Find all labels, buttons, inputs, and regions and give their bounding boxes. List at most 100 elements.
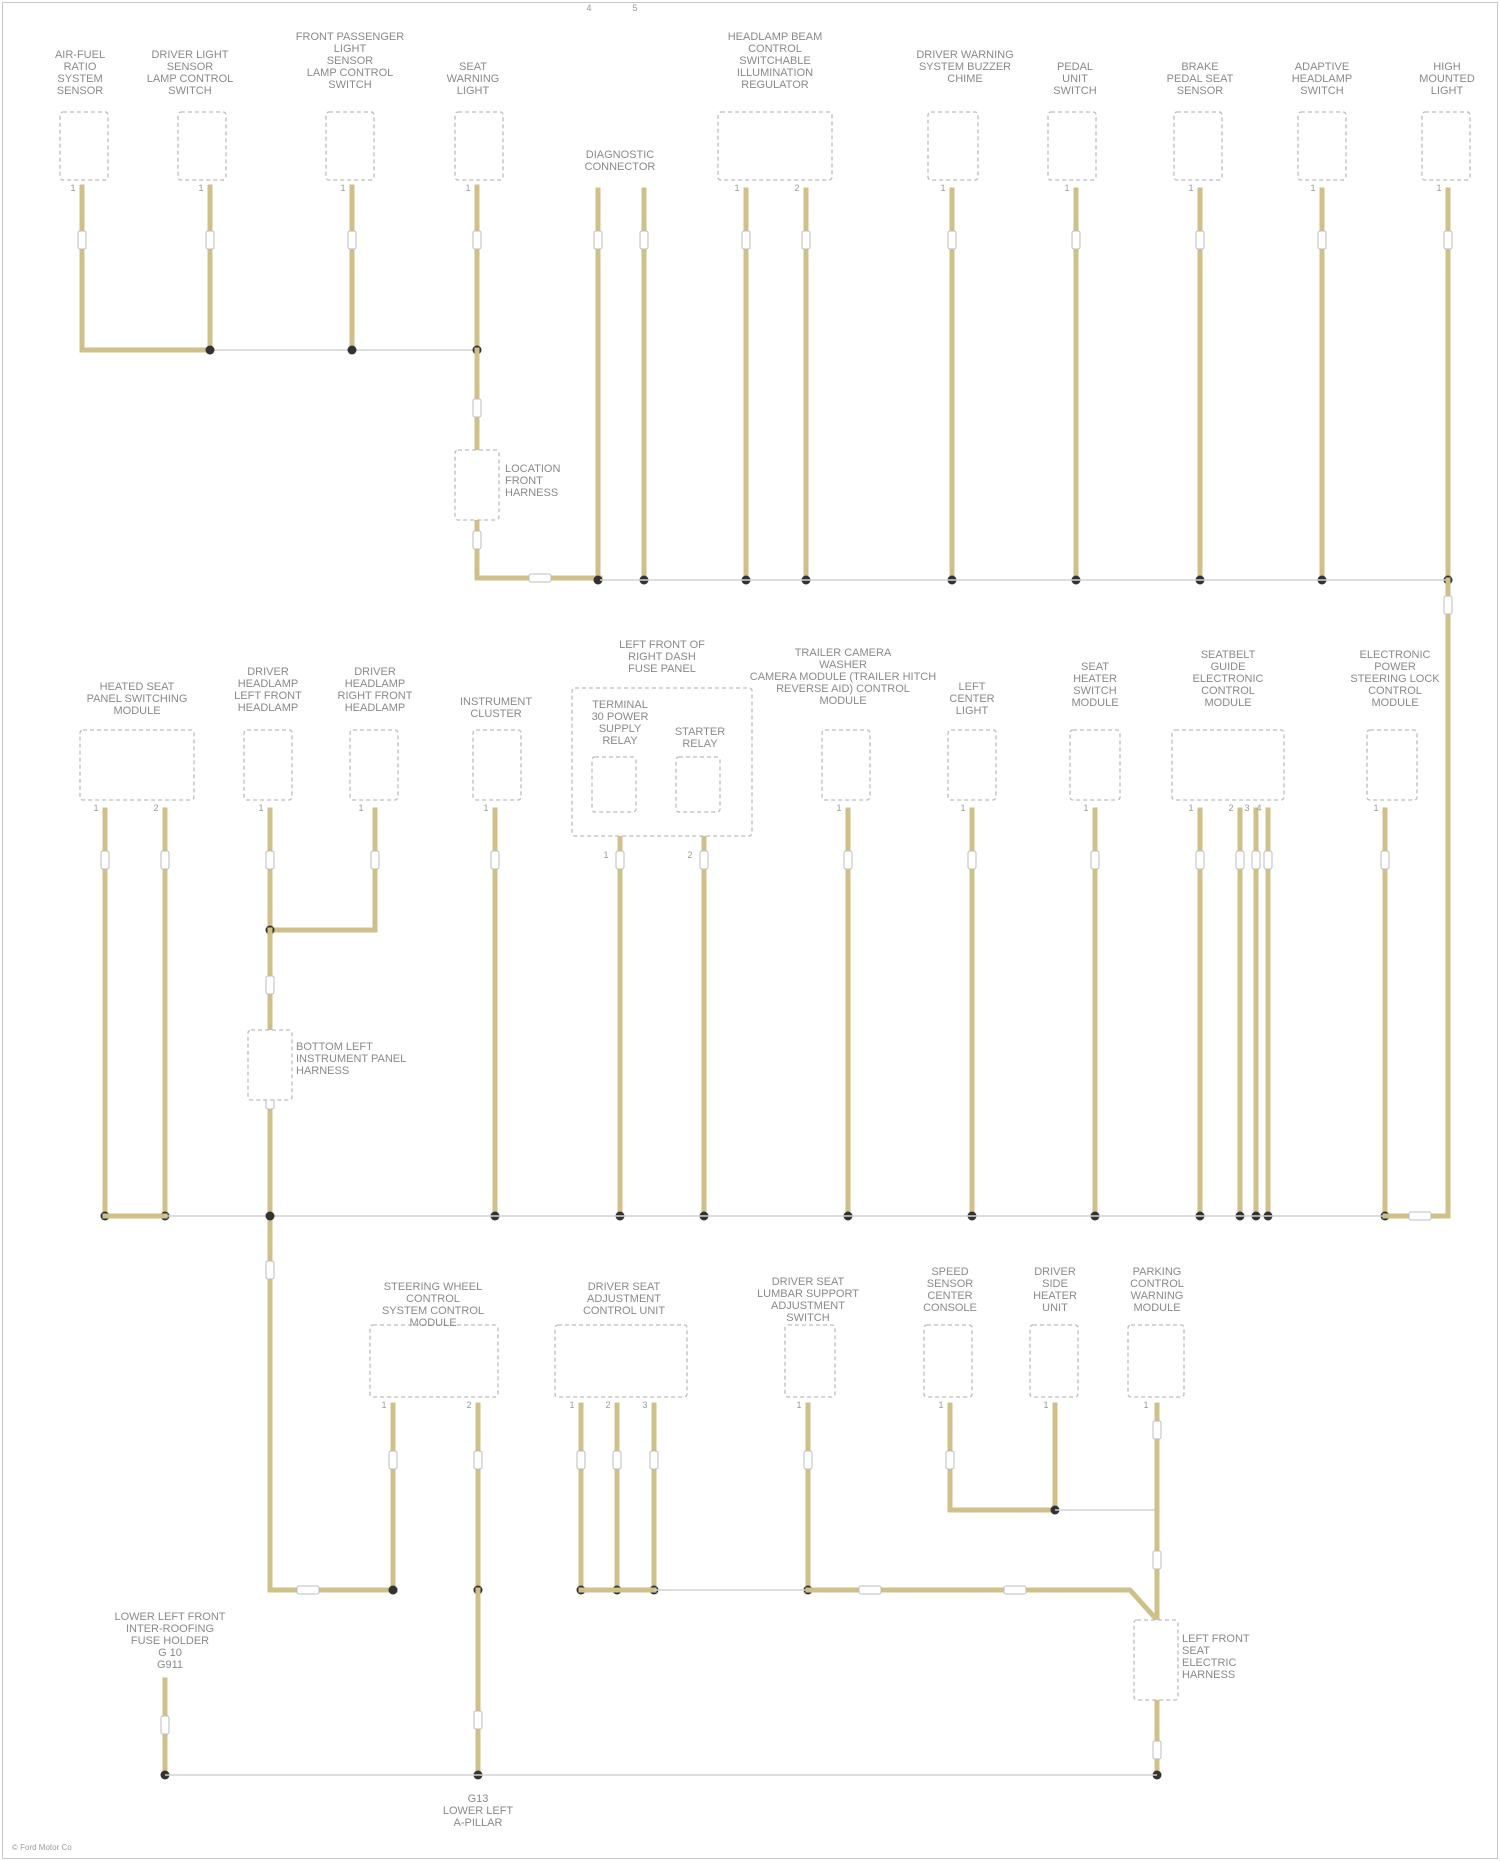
component-label-c22-line: DRIVER SEAT (588, 1281, 661, 1293)
component-label-c1: AIR-FUELRATIOSYSTEMSENSOR (55, 49, 105, 97)
pin-c22-2: 3 (642, 1400, 647, 1410)
component-label-c17-line: LEFT (959, 681, 986, 693)
bus-tag (1409, 1212, 1431, 1220)
component-label-c20-line: MODULE (1371, 697, 1418, 709)
pin-c19-3: 4 (1256, 803, 1261, 813)
component-box-c19 (1172, 730, 1284, 800)
component-label-c2-line: SWITCH (168, 85, 211, 97)
component-label-c10-line: ADAPTIVE (1295, 61, 1349, 73)
component-label-c25-line: DRIVER (1034, 1266, 1076, 1278)
component-label-c24-line: SPEED (931, 1266, 968, 1278)
pin-c8-0: 1 (1064, 183, 1069, 193)
component-label-c13-line: HEADLAMP (238, 678, 299, 690)
ground-label-g1-line: G 10 (158, 1647, 182, 1659)
component-box-c22 (555, 1325, 687, 1397)
trunk-tag (473, 531, 481, 549)
component-box-c7 (928, 112, 978, 180)
fuse-panel-label-line: FUSE PANEL (628, 663, 696, 675)
pin-c21-0: 1 (381, 1400, 386, 1410)
splice-label-s1-line: HARNESS (505, 487, 558, 499)
pin-c16-0: 1 (836, 803, 841, 813)
pin-c17-0: 1 (960, 803, 965, 813)
row1-ground-tag (802, 231, 810, 249)
row1-drop-tag (473, 231, 481, 249)
pin-c6-1: 2 (794, 183, 799, 193)
row2-ground-tag (968, 851, 976, 869)
component-label-c20-line: POWER (1374, 661, 1416, 673)
pin-c9-0: 1 (1188, 183, 1193, 193)
relay2-box (676, 757, 720, 812)
bus-tag (1004, 1586, 1026, 1594)
row3-tag (804, 1451, 812, 1469)
row3-tag (577, 1451, 585, 1469)
component-box-c12 (80, 730, 194, 800)
component-label-c6-line: ILLUMINATION (737, 67, 813, 79)
component-label-c19-line: GUIDE (1211, 661, 1246, 673)
row3-speed-wire (950, 1405, 1055, 1510)
component-label-c12: HEATED SEATPANEL SWITCHINGMODULE (87, 681, 188, 717)
component-label-c13-line: HEADLAMP (238, 702, 299, 714)
row2-tag (371, 851, 379, 869)
ground-label-g1-line: G911 (157, 1659, 183, 1671)
relay2-label-line: RELAY (682, 738, 718, 750)
component-label-c1-line: AIR-FUEL (55, 49, 105, 61)
component-label-c1-line: SYSTEM (57, 73, 102, 85)
fuse-panel-label: LEFT FRONT OFRIGHT DASHFUSE PANEL (619, 639, 705, 675)
component-label-c7: DRIVER WARNINGSYSTEM BUZZERCHIME (916, 49, 1013, 85)
row3-tag (946, 1451, 954, 1469)
row3-tag (1153, 1741, 1161, 1759)
component-label-c3-line: SWITCH (328, 79, 371, 91)
bus-tag (859, 1586, 881, 1594)
component-label-c22-line: CONTROL UNIT (583, 1305, 665, 1317)
component-box-c8 (1048, 112, 1096, 180)
component-label-c26-line: CONTROL (1130, 1278, 1184, 1290)
pin-c13-0: 1 (258, 803, 263, 813)
lower-trunk-wire (270, 930, 395, 1590)
component-label-c16: TRAILER CAMERAWASHERCAMERA MODULE (TRAIL… (750, 647, 936, 707)
row2-ground-tag (101, 851, 109, 869)
component-label-c26-line: MODULE (1133, 1302, 1180, 1314)
bus-tag (529, 574, 551, 582)
row1-ground-tag (1318, 231, 1326, 249)
component-label-c20-line: ELECTRONIC (1360, 649, 1431, 661)
component-label-c24: SPEEDSENSORCENTERCONSOLE (923, 1266, 977, 1314)
component-label-c20: ELECTRONICPOWERSTEERING LOCKCONTROLMODUL… (1350, 649, 1440, 709)
component-label-c3-line: LAMP CONTROL (307, 67, 394, 79)
trunk-tag (474, 1711, 482, 1729)
pin-c12-1: 2 (153, 803, 158, 813)
component-label-c2-line: LAMP CONTROL (147, 73, 234, 85)
row2-ground-tag (1091, 851, 1099, 869)
component-label-c4-line: WARNING (447, 73, 500, 85)
component-label-c14-line: HEADLAMP (345, 678, 406, 690)
pin-c6-0: 1 (734, 183, 739, 193)
pin-c19-1: 2 (1228, 803, 1233, 813)
component-label-c25-line: UNIT (1042, 1302, 1068, 1314)
component-box-c4 (455, 112, 503, 180)
row2-ground-tag (844, 851, 852, 869)
component-label-c2-line: DRIVER LIGHT (151, 49, 228, 61)
row3-to-splice-wire (808, 1590, 1157, 1620)
pin-c23-0: 1 (796, 1400, 801, 1410)
splice-label-s2-line: BOTTOM LEFT (296, 1041, 373, 1053)
component-label-c7-line: DRIVER WARNING (916, 49, 1013, 61)
component-label-c3-line: SENSOR (327, 55, 374, 67)
row2-ground-tag (700, 851, 708, 869)
component-label-c3-line: FRONT PASSENGER (296, 31, 404, 43)
component-label-c15-line: INSTRUMENT (460, 696, 532, 708)
component-label-c11-line: MOUNTED (1419, 73, 1475, 85)
row1-ground-tag (1444, 231, 1452, 249)
fuse-panel-label-line: RIGHT DASH (628, 651, 696, 663)
splice-label-s3-line: ELECTRIC (1182, 1657, 1236, 1669)
component-label-c15: INSTRUMENTCLUSTER (460, 696, 532, 720)
component-label-c13-line: DRIVER (247, 666, 289, 678)
component-label-c9-line: SENSOR (1177, 85, 1224, 97)
component-label-c13: DRIVERHEADLAMPLEFT FRONTHEADLAMP (234, 666, 302, 714)
row2-ground-tag (616, 851, 624, 869)
component-label-c7-line: CHIME (947, 73, 982, 85)
